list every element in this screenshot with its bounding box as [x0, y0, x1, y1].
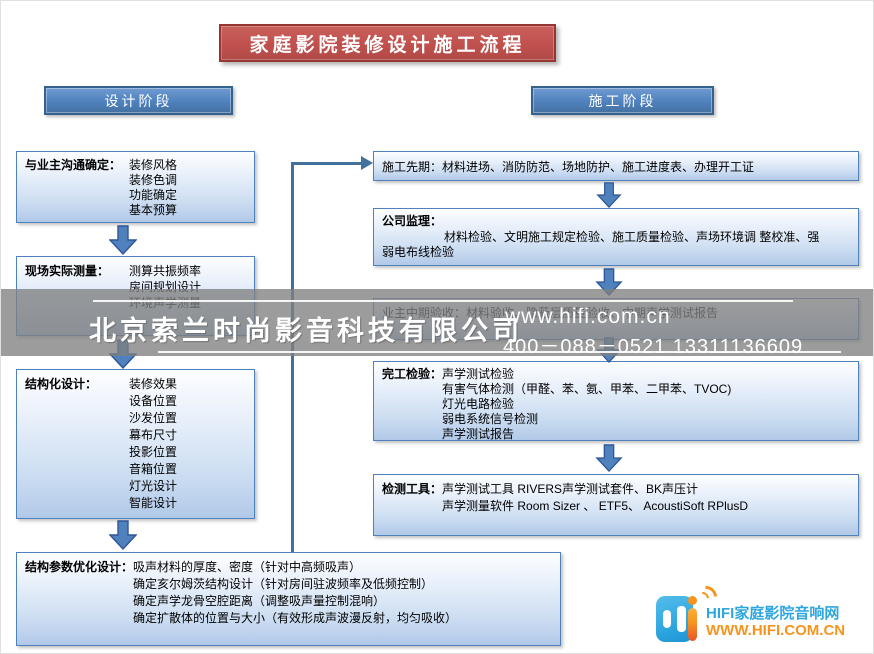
connector-vertical-line: [291, 163, 294, 552]
watermark-phone: 400－088－0521 13311136609: [503, 336, 804, 358]
watermark-website: www.hifi.com.cn: [505, 305, 671, 328]
box-label: 现场实际测量：: [25, 264, 110, 278]
box-item: 声学测试工具 RIVERS声学测试套件、BK声压计: [442, 482, 699, 496]
box-item: 幕布尺寸: [129, 428, 178, 442]
down-arrow-icon: [595, 444, 623, 472]
box-item: 投影位置: [129, 445, 178, 459]
down-arrow-icon: [596, 182, 622, 208]
connector-horizontal-line: [291, 162, 361, 165]
box-item: 材料检验、文明施工规定检验、施工质量检验、声场环境调 整校准、强: [444, 229, 820, 244]
box-item: 装修风格: [129, 158, 178, 172]
box-item: 基本预算: [129, 203, 178, 217]
box-item: 装修效果: [129, 377, 178, 391]
box-item: 装修色调: [129, 173, 178, 187]
flow-box-completion-inspection: 完工检验： 声学测试检验 有害气体检测（甲醛、苯、氨、甲苯、二甲苯、TVOC) …: [373, 361, 859, 441]
flow-box-company-supervision: 公司监理： 材料检验、文明施工规定检验、施工质量检验、声场环境调 整校准、强 弱…: [373, 208, 859, 266]
hifi-logo-icon: [656, 596, 693, 642]
box-item: 灯光设计: [129, 479, 178, 493]
watermark-band: 北京索兰时尚影音科技有限公司 www.hifi.com.cn 400－088－0…: [1, 289, 873, 358]
flow-box-testing-tools: 检测工具： 声学测试工具 RIVERS声学测试套件、BK声压计 声学测量软件 R…: [373, 474, 859, 536]
box-label: 检测工具：: [382, 482, 443, 496]
down-arrow-icon: [109, 225, 137, 255]
hifi-logo-icon: [688, 596, 697, 605]
box-item: 有害气体检测（甲醛、苯、氨、甲苯、二甲苯、TVOC): [442, 382, 732, 396]
hifi-logo-icon: [688, 608, 697, 641]
phase-header-design: 设计阶段: [44, 86, 233, 115]
down-arrow-icon: [109, 520, 137, 550]
box-item: 确定亥尔姆茨结构设计（针对房间驻波频率及低频控制）: [133, 577, 434, 591]
page-title: 家庭影院装修设计施工流程: [219, 24, 556, 62]
box-item: 功能确定: [129, 188, 178, 202]
box-label: 完工检验：: [382, 367, 443, 381]
box-label: 结构参数优化设计：: [25, 560, 134, 574]
box-label: 与业主沟通确定：: [25, 158, 122, 172]
box-item: 确定扩散体的位置与大小（有效形成声波漫反射，均匀吸收）: [133, 611, 458, 625]
hifi-logo-icon: [677, 606, 686, 632]
watermark-divider: [158, 351, 841, 353]
box-item: 智能设计: [129, 496, 178, 510]
flow-box-parameter-optimization: 结构参数优化设计： 吸声材料的厚度、密度（针对中高频吸声） 确定亥尔姆茨结构设计…: [16, 552, 561, 646]
box-item: 声学测试检验: [442, 367, 515, 381]
watermark-company-name: 北京索兰时尚影音科技有限公司: [89, 316, 523, 346]
box-item: 弱电系统信号检测: [442, 412, 539, 426]
logo-site-url: WWW.HIFI.COM.CN: [706, 622, 846, 639]
logo-site-name: HIFI家庭影院音响网: [706, 605, 840, 622]
box-text: 施工先期：材料进场、消防防范、场地防护、施工进度表、办理开工证: [382, 160, 755, 174]
box-item: 声学测量软件 Room Sizer 、 ETF5、 AcoustiSoft RP…: [442, 499, 749, 513]
flow-box-owner-communication: 与业主沟通确定： 装修风格 装修色调 功能确定 基本预算: [16, 151, 255, 223]
hifi-logo-icon: [663, 610, 671, 628]
box-item: 吸声材料的厚度、密度（针对中高频吸声）: [133, 560, 362, 574]
box-item: 声学测试报告: [442, 427, 515, 441]
flow-box-pre-construction: 施工先期：材料进场、消防防范、场地防护、施工进度表、办理开工证: [373, 151, 859, 181]
down-arrow-icon: [595, 268, 623, 296]
box-item: 音箱位置: [129, 462, 178, 476]
box-item: 弱电布线检验: [382, 245, 455, 259]
box-item: 灯光电路检验: [442, 397, 515, 411]
flow-box-structural-design: 结构化设计： 装修效果 设备位置 沙发位置 幕布尺寸 投影位置 音箱位置 灯光设…: [16, 369, 255, 519]
box-label: 公司监理：: [382, 214, 443, 228]
box-item: 设备位置: [129, 394, 178, 408]
watermark-divider: [93, 300, 793, 302]
box-label: 结构化设计：: [25, 377, 98, 391]
box-item: 确定声学龙骨空腔距离（调整吸声量控制混响）: [133, 594, 386, 608]
hifi-logo: HIFI家庭影院音响网 WWW.HIFI.COM.CN: [654, 581, 868, 647]
connector-arrowhead-icon: [361, 156, 373, 170]
phase-header-construction: 施工阶段: [531, 86, 714, 115]
box-item: 测算共振频率: [129, 264, 202, 278]
box-item: 沙发位置: [129, 411, 178, 425]
